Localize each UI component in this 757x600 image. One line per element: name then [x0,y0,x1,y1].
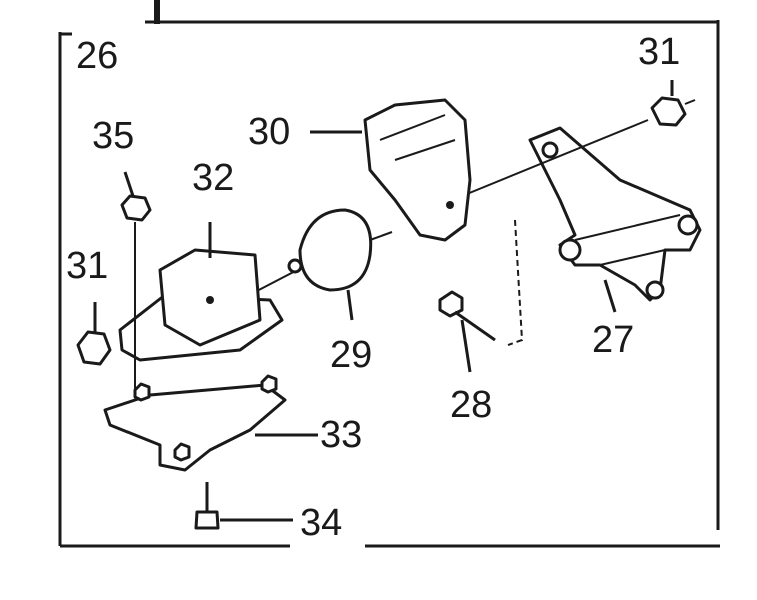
nut-left-part [76,330,112,366]
nut-top-right-part [650,96,696,127]
base-plate-part [103,374,287,472]
engine-bracket-part [528,126,702,302]
nut-small-part [120,194,152,390]
label-34: 34 [300,502,342,544]
bracket-cover-part [363,98,472,242]
mount-block-part [118,248,284,362]
leader-lines [93,80,674,522]
label-29: 29 [330,334,372,376]
label-31-left: 31 [66,245,108,287]
label-33: 33 [320,414,362,456]
screw-part [194,482,220,530]
label-31-top: 31 [638,31,680,73]
rubber-mount-part [287,208,393,292]
label-35: 35 [92,115,134,157]
group-label-26: 26 [76,35,118,77]
label-30: 30 [248,111,290,153]
label-27: 27 [592,319,634,361]
label-32: 32 [192,157,234,199]
label-28: 28 [450,384,492,426]
diagram-frame [58,0,720,548]
bolt-part [438,219,524,346]
